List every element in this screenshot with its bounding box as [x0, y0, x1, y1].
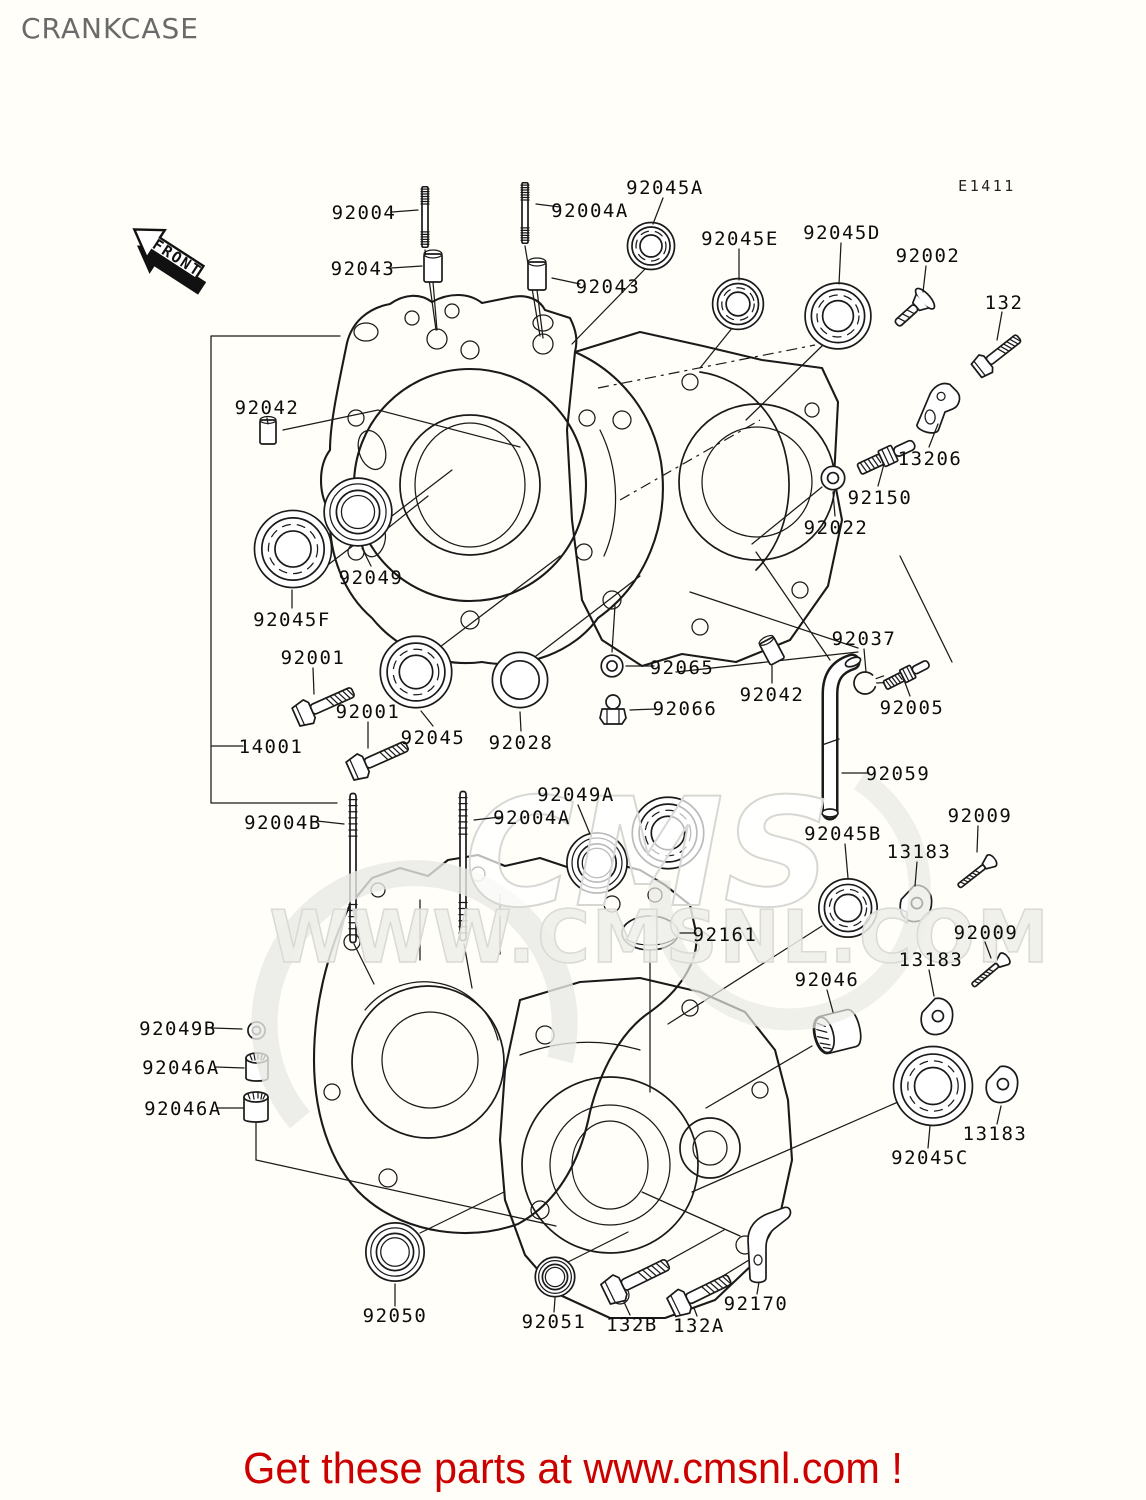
part-label-92045: 92045 [401, 727, 466, 749]
part-label-13183: 13183 [899, 949, 964, 971]
dowel-92043-2 [527, 257, 547, 291]
part-label-92004A: 92004A [551, 200, 629, 222]
part-label-92049B: 92049B [139, 1018, 217, 1040]
part-label-92028: 92028 [489, 732, 554, 754]
oil-seal-92050 [365, 1222, 425, 1282]
bearing-92045 [379, 635, 453, 709]
parts [243, 182, 1027, 1320]
crankcase-half-lower-left [312, 853, 698, 1234]
part-label-92043: 92043 [331, 258, 396, 280]
bracket-13206 [915, 382, 961, 434]
part-label-92046A: 92046A [144, 1098, 222, 1120]
bearing-92045A [627, 222, 675, 270]
bushing-92028 [491, 651, 549, 709]
part-label-92051: 92051 [522, 1311, 587, 1333]
hose-92059 [821, 653, 862, 821]
bearing-92045D [804, 282, 872, 350]
part-label-13183: 13183 [963, 1123, 1028, 1145]
part-label-92045D: 92045D [803, 222, 881, 244]
screw-92009-1 [953, 852, 1000, 893]
watermark: CMS WWW.CMSNL.COM [251, 766, 1050, 1129]
part-label-92004A: 92004A [493, 807, 571, 829]
oil-seal-92051 [534, 1256, 576, 1298]
screw-92002 [894, 287, 936, 327]
bushing-92046A-2 [243, 1091, 269, 1123]
part-label-92170: 92170 [724, 1293, 789, 1315]
part-label-92042: 92042 [235, 397, 300, 419]
part-label-13206: 13206 [898, 448, 963, 470]
diagram-code: E1411 [958, 177, 1016, 195]
part-label-92001: 92001 [336, 701, 401, 723]
bearing-92045F-1 [253, 509, 333, 589]
part-label-92066: 92066 [653, 698, 718, 720]
part-label-92009: 92009 [954, 922, 1019, 944]
part-label-92004B: 92004B [244, 812, 322, 834]
plug-92066 [599, 694, 627, 725]
part-label-92004: 92004 [332, 202, 397, 224]
part-label-92161: 92161 [693, 924, 758, 946]
part-label-92065: 92065 [650, 657, 715, 679]
dowel-92043-1 [423, 249, 443, 283]
part-label-92043: 92043 [576, 276, 641, 298]
part-label-92042: 92042 [740, 684, 805, 706]
bolt-132B [598, 1250, 675, 1308]
front-arrow-shape [132, 228, 206, 281]
part-label-92050: 92050 [363, 1305, 428, 1327]
stud-92004A-1 [520, 182, 530, 244]
part-label-132: 132 [985, 292, 1024, 314]
part-label-92049: 92049 [339, 567, 404, 589]
washer-92065 [600, 654, 624, 678]
part-label-92045B: 92045B [804, 823, 882, 845]
part-label-92045F: 92045F [253, 609, 331, 631]
part-label-92045E: 92045E [701, 228, 779, 250]
part-label-92046A: 92046A [142, 1057, 220, 1079]
page-title: CRANKCASE [21, 12, 199, 45]
part-label-92002: 92002 [896, 245, 961, 267]
part-label-92045C: 92045C [891, 1147, 969, 1169]
banner-link[interactable]: Get these parts at www.cmsnl.com ! [243, 1444, 903, 1493]
part-label-92037: 92037 [832, 628, 897, 650]
part-label-92046: 92046 [795, 969, 860, 991]
dowel-92042-2 [758, 634, 785, 666]
part-label-92001: 92001 [281, 647, 346, 669]
part-label-92049A: 92049A [537, 784, 615, 806]
part-label-14001: 14001 [239, 736, 304, 758]
leader-lines [210, 197, 1003, 1317]
clamp-92037 [853, 671, 885, 695]
part-label-92009: 92009 [948, 805, 1013, 827]
stud-92004 [420, 186, 430, 248]
part-label-132B: 132B [606, 1314, 658, 1336]
part-label-92059: 92059 [866, 763, 931, 785]
pointer-lines [255, 245, 953, 1288]
part-label-132A: 132A [673, 1315, 725, 1337]
bearing-92045E [712, 278, 764, 330]
washer-92022 [821, 466, 845, 490]
oil-seal-92049 [323, 477, 393, 547]
front-arrow: FRONT [132, 228, 207, 295]
bearing-92045C [892, 1045, 974, 1127]
bracket-13183-3 [985, 1065, 1019, 1104]
strap-92170 [747, 1206, 792, 1284]
watermark-logo-text: CMS [464, 767, 831, 941]
part-label-92022: 92022 [804, 517, 869, 539]
front-arrow-shadow [136, 245, 207, 295]
bracket-13183-2 [920, 997, 954, 1036]
part-label-92150: 92150 [848, 487, 913, 509]
part-label-92045A: 92045A [626, 177, 704, 199]
part-label-13183: 13183 [887, 841, 952, 863]
part-label-92005: 92005 [880, 697, 945, 719]
watermark-url-text: WWW.CMSNL.COM [269, 895, 1050, 979]
crankcase-half-upper-right [565, 330, 844, 668]
